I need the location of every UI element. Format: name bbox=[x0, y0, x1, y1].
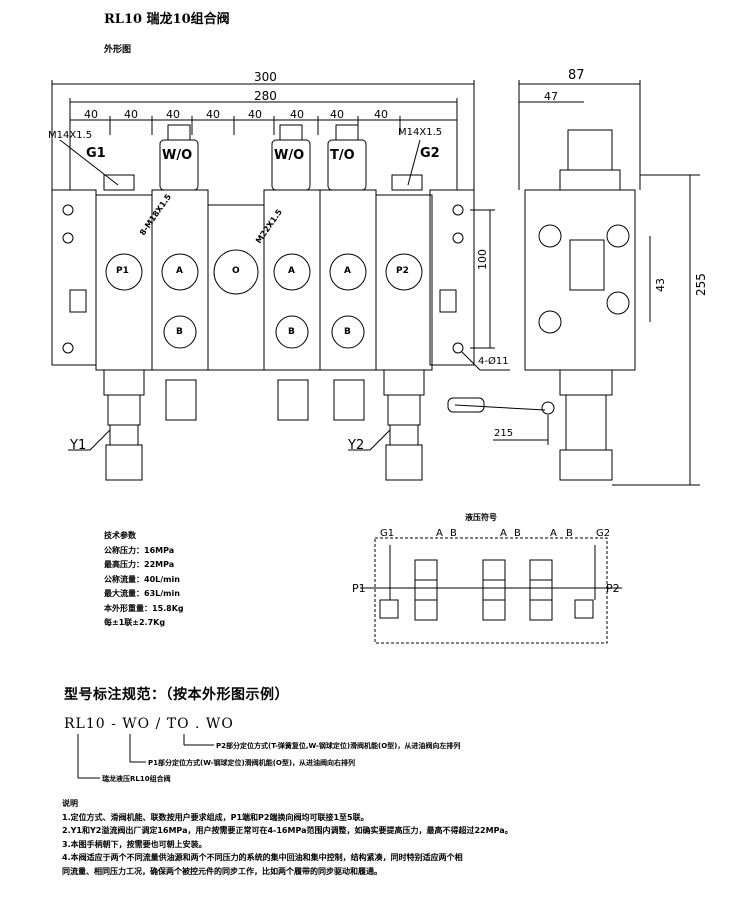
handle-2 bbox=[277, 379, 309, 421]
port-p1-circle bbox=[105, 253, 143, 291]
hyd-port-p1: P1 bbox=[352, 582, 366, 595]
port-p2-label: P2 bbox=[396, 266, 409, 276]
hyd-port-g2: G2 bbox=[596, 528, 611, 539]
side-label-plate bbox=[569, 239, 605, 291]
port-o-circle bbox=[213, 249, 259, 295]
spec-line: 每±1联±2.7Kg bbox=[104, 618, 166, 627]
port-g1-label: G1 bbox=[86, 146, 106, 161]
spec-line: 最高压力：22MPa bbox=[104, 560, 175, 569]
dim-section-7: 40 bbox=[330, 108, 344, 121]
hyd-port-b3: B bbox=[566, 528, 573, 539]
dim-87: 87 bbox=[568, 68, 585, 83]
page-title: RL10 瑞龙10组合阀 bbox=[104, 12, 230, 27]
anno-p1: P1部分定位方式(W-钢球定位)滑阀机能(O型)，从进油阀向右排列 bbox=[148, 759, 356, 767]
port-a2-label: A bbox=[288, 266, 295, 276]
note-line: 3.本图手柄朝下，按需要也可朝上安装。 bbox=[62, 839, 207, 849]
port-y2-label: Y2 bbox=[348, 438, 365, 453]
handle-3 bbox=[333, 379, 365, 421]
port-a1-label: A bbox=[176, 266, 183, 276]
note-line: 4.本阀适应于两个不同流量供油源和两个不同压力的系统的集中回油和集中控制，结构紧… bbox=[62, 853, 463, 862]
hyd-port-a3: A bbox=[550, 528, 557, 539]
handle-1 bbox=[165, 379, 197, 421]
note-line: 1.定位方式、滑阀机能、联数按用户要求组成，P1端和P2端换向阀均可联接1至5联… bbox=[62, 812, 369, 822]
g2-fitting bbox=[391, 174, 423, 191]
notes: 说明 1.定位方式、滑阀机能、联数按用户要求组成，P1端和P2端换向阀均可联接1… bbox=[62, 797, 513, 878]
port-b2-label: B bbox=[288, 327, 295, 337]
spring-label-1: W/O bbox=[162, 148, 193, 163]
tech-specs: 技术参数 公称压力：16MPa 最高压力：22MPa 公称流量：40L/min … bbox=[104, 529, 184, 631]
spec-line: 公称流量：40L/min bbox=[104, 574, 180, 584]
port-y1-label: Y1 bbox=[70, 438, 87, 453]
port-o-label: O bbox=[232, 266, 240, 276]
hyd-port-g1: G1 bbox=[380, 528, 395, 539]
thread-right: M14X1.5 bbox=[398, 127, 443, 138]
spring-label-3: T/O bbox=[330, 148, 355, 163]
side-spring-cap bbox=[567, 129, 613, 171]
dim-section-8: 40 bbox=[374, 108, 388, 121]
hyd-port-a1: A bbox=[436, 528, 443, 539]
note-line: 2.Y1和Y2溢流阀出厂调定16MPa，用户按需要正常可在4-16MPa范围内调… bbox=[62, 826, 513, 835]
hyd-port-p2: P2 bbox=[606, 582, 620, 595]
dim-section-3: 40 bbox=[166, 108, 180, 121]
hyd-port-a2: A bbox=[500, 528, 507, 539]
dim-section-6: 40 bbox=[290, 108, 304, 121]
port-p1-label: P1 bbox=[116, 266, 129, 276]
port-g2-label: G2 bbox=[420, 146, 440, 161]
note-line: 同流量、相同压力工况，确保两个被控元件的同步工作，比如两个履带的同步驱动和履通。 bbox=[62, 866, 382, 876]
g1-fitting bbox=[103, 174, 135, 191]
drawing-subtitle: 外形图 bbox=[104, 45, 132, 55]
dim-section-5: 40 bbox=[248, 108, 262, 121]
anno-base: 瑞龙液压RL10组合阀 bbox=[102, 775, 171, 783]
right-mount-plate bbox=[429, 189, 475, 366]
dim-section-1: 40 bbox=[84, 108, 98, 121]
port-b1-label: B bbox=[176, 327, 183, 337]
dim-47: 47 bbox=[544, 90, 558, 103]
anno-p2: P2部分定位方式(T-弹簧复位,W-钢球定位)滑阀机能(O型)，从进油阀向左排列 bbox=[216, 742, 461, 750]
hydraulic-title: 液压符号 bbox=[465, 513, 497, 522]
specs-heading: 技术参数 bbox=[104, 531, 136, 540]
dim-section-2: 40 bbox=[124, 108, 138, 121]
model-code: RL10 - WO / TO . WO bbox=[64, 716, 234, 732]
spec-line: 最大流量：63L/min bbox=[104, 589, 180, 598]
notes-heading: 说明 bbox=[62, 799, 78, 808]
section-ticks bbox=[109, 116, 401, 135]
hydraulic-schematic bbox=[360, 537, 622, 644]
dim-holes: 4-Ø11 bbox=[478, 356, 509, 367]
spec-line: 本外形重量：15.8Kg bbox=[104, 603, 184, 613]
hyd-port-b1: B bbox=[450, 528, 457, 539]
port-a3-label: A bbox=[344, 266, 351, 276]
port-b3-label: B bbox=[344, 327, 351, 337]
dim-280: 280 bbox=[254, 89, 277, 103]
dim-300: 300 bbox=[254, 70, 277, 84]
dim-215: 215 bbox=[494, 428, 514, 439]
hyd-port-b2: B bbox=[514, 528, 521, 539]
spec-line: 公称压力：16MPa bbox=[104, 545, 175, 555]
dim-section-4: 40 bbox=[206, 108, 220, 121]
spring-label-2: W/O bbox=[274, 148, 305, 163]
thread-left: M14X1.5 bbox=[48, 130, 93, 141]
port-p2-circle bbox=[385, 253, 423, 291]
side-handle bbox=[447, 397, 485, 413]
model-heading: 型号标注规范：（按本外形图示例） bbox=[64, 687, 289, 703]
